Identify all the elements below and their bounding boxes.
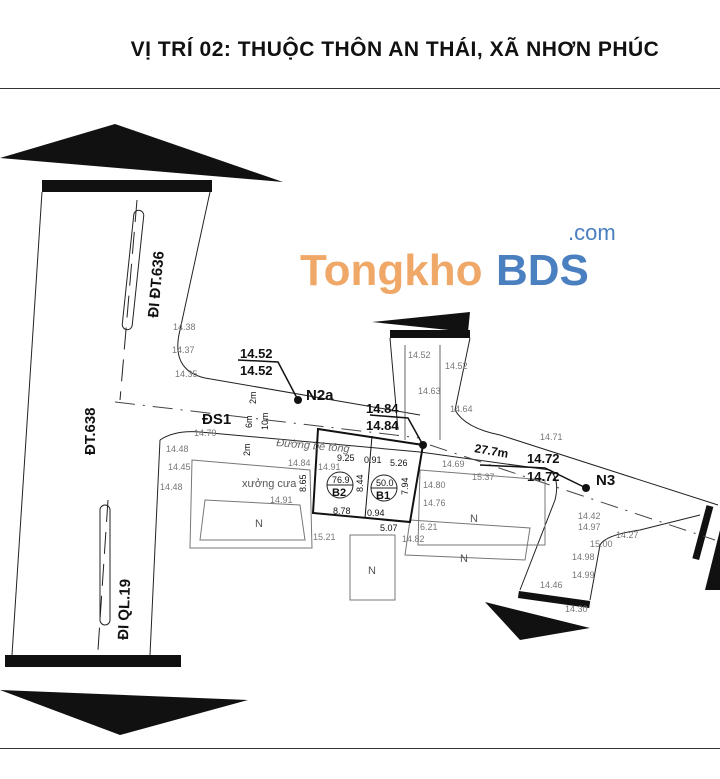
- lot-dimension: 9.25: [337, 453, 355, 463]
- lot-dimension: 8.65: [298, 474, 308, 492]
- elevation-label: 14.35: [175, 369, 198, 379]
- elevation-label: 14.48: [160, 482, 183, 492]
- lot-b1-area: 50.0: [376, 478, 394, 488]
- elevation-label: 14.99: [572, 570, 595, 580]
- width-6m: 6m: [244, 415, 254, 428]
- direction-arrow: [485, 602, 590, 640]
- road-ds1-label: ĐS1: [202, 411, 231, 428]
- elevation-label: 14.82: [402, 534, 425, 544]
- house-label: N: [368, 565, 376, 577]
- elevation-label: 14.38: [173, 322, 196, 332]
- elevation-label: 14.30: [565, 604, 588, 614]
- elevation-label: 14.79: [194, 428, 217, 438]
- elevation-label: 14.48: [166, 444, 189, 454]
- divider: [0, 88, 720, 89]
- road-to-dt636-label: ĐI ĐT.636: [145, 250, 168, 318]
- lot-dimension: 7.94: [400, 477, 410, 495]
- elevation-label: 14.27: [616, 530, 639, 540]
- n2a-top-elev: 14.52: [240, 346, 273, 361]
- lot-dimension: 5.07: [380, 523, 398, 533]
- elevation-label: 14.91: [270, 495, 293, 505]
- road-end-bar: [42, 180, 212, 192]
- elevation-label: 14.46: [540, 580, 563, 590]
- elevation-label: 14.91: [318, 462, 341, 472]
- lot-b2-area: 76.9: [332, 475, 350, 485]
- road-dt638-label: ĐT.638: [82, 407, 99, 455]
- mid-top-elev: 14.84: [366, 401, 399, 416]
- elevation-label: 14.80: [423, 480, 446, 490]
- buildings: [189, 459, 546, 601]
- road-end-bar: [390, 330, 470, 338]
- elevation-label: 14.63: [418, 386, 441, 396]
- watermark-suffix: .com: [568, 220, 616, 245]
- watermark-logo: Tongkho BDS .com: [300, 220, 616, 295]
- road-to-ql19-label: ĐI QL.19: [115, 579, 134, 640]
- elevation-label: 14.98: [572, 552, 595, 562]
- n2a-bottom-elev: 14.52: [240, 363, 273, 378]
- elevation-label: 15.21: [313, 532, 336, 542]
- elevation-label: 14.37: [172, 345, 195, 355]
- lot-b2-name: B2: [332, 487, 346, 499]
- node-n3-point[interactable]: [582, 484, 590, 492]
- road-end-bar: [692, 505, 714, 561]
- direction-arrow: [372, 312, 470, 332]
- n3-top-elev: 14.72: [527, 451, 560, 466]
- lot-dimension: 5.26: [390, 458, 408, 468]
- elevation-label: 15.37: [472, 472, 495, 482]
- width-10m: 10m: [260, 412, 270, 430]
- width-2m: 2m: [242, 443, 252, 456]
- elevation-label: 6.21: [420, 522, 438, 532]
- house-label: N: [255, 518, 263, 530]
- elevation-label: 14.71: [540, 432, 563, 442]
- elevation-label: 14.45: [168, 462, 191, 472]
- lot-boundary[interactable]: [311, 427, 425, 524]
- house-label: N: [460, 553, 468, 565]
- watermark-brand-b: BDS: [496, 246, 589, 295]
- width-2m: 2m: [248, 391, 258, 404]
- elevation-label: 14.76: [423, 498, 446, 508]
- direction-arrow: [0, 124, 283, 182]
- road-end-bar: [5, 655, 181, 667]
- road-end-bar: [517, 591, 591, 608]
- concrete-road-label: Đường bê tông: [276, 437, 351, 455]
- lot-dimension: 0.91: [364, 455, 382, 465]
- lot-dimension: 8.78: [333, 506, 351, 516]
- n2a-label: N2a: [306, 387, 334, 404]
- direction-arrow: [0, 690, 248, 735]
- lot-dimension: 0.94: [367, 508, 385, 518]
- road-length-label: 27.7m: [473, 441, 509, 461]
- elevation-label: 14.52: [408, 350, 431, 360]
- n3-bottom-elev: 14.72: [527, 469, 560, 484]
- divider: [0, 748, 720, 749]
- elevation-label: 14.52: [445, 361, 468, 371]
- elevation-label: 14.84: [288, 458, 311, 468]
- n3-label: N3: [596, 472, 615, 489]
- mid-bottom-elev: 14.84: [366, 418, 399, 433]
- sawmill-label: xưởng cưa: [242, 478, 297, 490]
- node-n2a-point[interactable]: [294, 396, 302, 404]
- page-title: VỊ TRÍ 02: THUỘC THÔN AN THÁI, XÃ NHƠN P…: [130, 38, 660, 61]
- direction-arrow: [705, 530, 720, 590]
- lot-dimension: 8.44: [355, 474, 365, 492]
- elevation-label: 14.97: [578, 522, 601, 532]
- house-label: N: [470, 513, 478, 525]
- lot-b1-name: B1: [376, 490, 390, 502]
- elevation-label: 15.00: [590, 539, 613, 549]
- elevation-label: 14.64: [450, 404, 473, 414]
- road-dt638: [11, 191, 719, 656]
- elevation-label: 14.42: [578, 511, 601, 521]
- elevation-label: 14.69: [442, 459, 465, 469]
- watermark-brand-a: Tongkho: [300, 246, 482, 295]
- node-mid-point[interactable]: [419, 441, 427, 449]
